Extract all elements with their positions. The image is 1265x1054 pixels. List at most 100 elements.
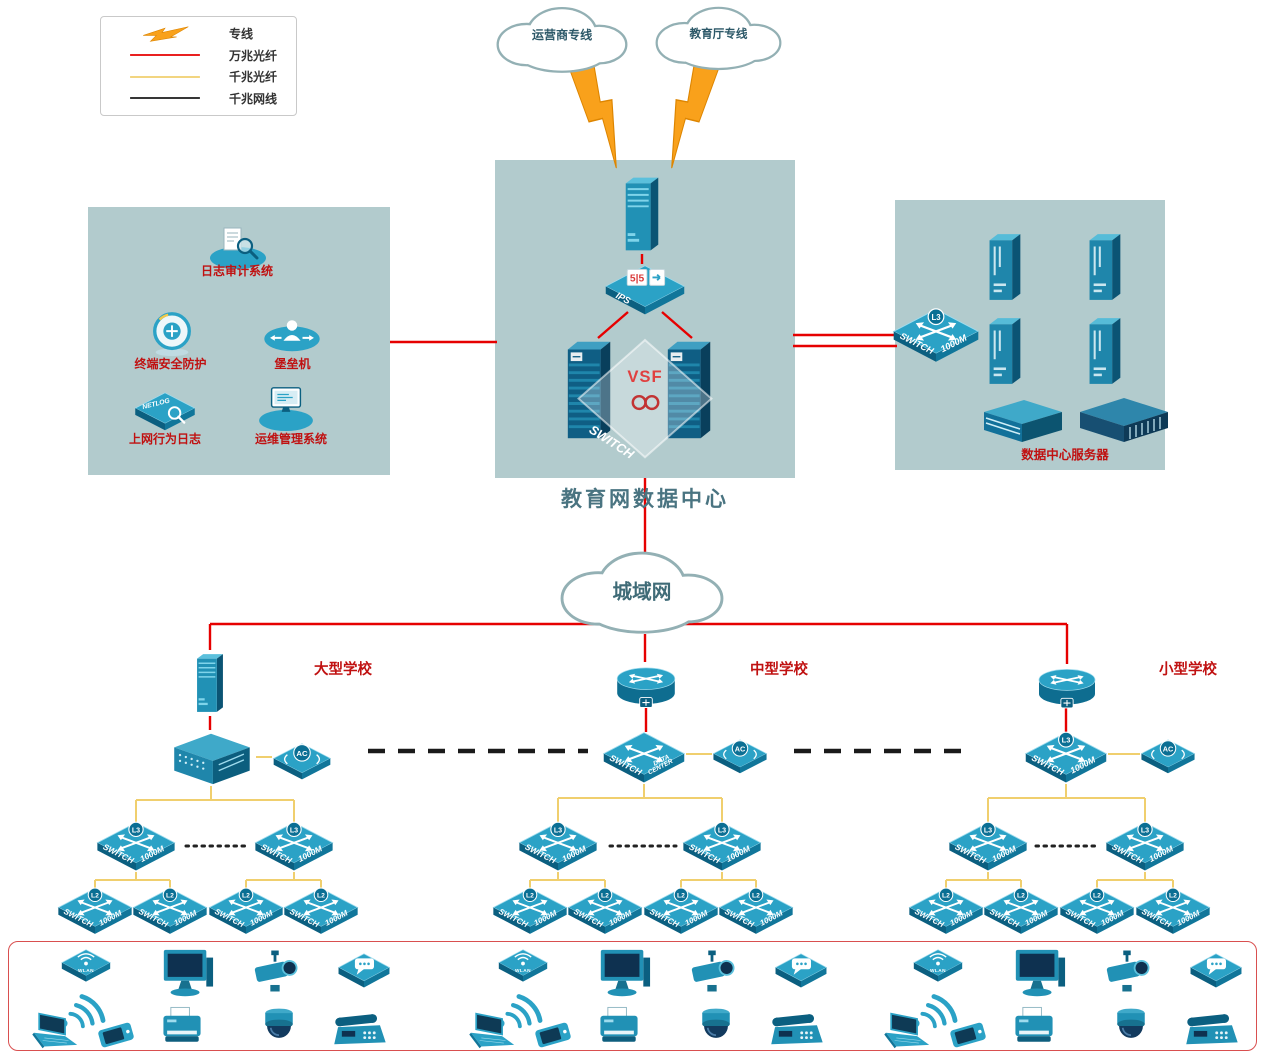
laptop-icon xyxy=(459,1012,521,1050)
carrier-line-cloud: 运营商专线 xyxy=(483,0,641,78)
terminal-security-icon xyxy=(146,310,198,358)
log-audit-label: 日志审计系统 xyxy=(200,264,273,278)
printer-icon xyxy=(593,1004,645,1048)
small-school-label: 小型学校 xyxy=(1159,662,1217,678)
server-tower xyxy=(983,228,1031,304)
l2-switch xyxy=(981,886,1061,937)
ptz-camera-icon xyxy=(1100,948,1154,994)
l2-switch xyxy=(716,886,796,937)
l3-switch xyxy=(946,820,1030,874)
svg-text:城域网: 城域网 xyxy=(613,580,672,603)
storage-rack xyxy=(976,396,1068,448)
black-line-icon xyxy=(130,97,200,100)
l2-switch xyxy=(641,886,721,937)
chat-terminal-icon xyxy=(773,952,829,992)
1g-copper-lines xyxy=(184,748,1102,848)
server-tower xyxy=(1083,228,1131,304)
medium-school-dc-switch xyxy=(600,730,688,786)
legend-label: 万兆光纤 xyxy=(229,48,278,63)
medium-school-ac xyxy=(710,736,770,778)
printer-icon xyxy=(1008,1004,1060,1048)
desktop-monitor-icon xyxy=(158,946,216,1002)
edu-dept-line-cloud: 教育厅专线 xyxy=(641,0,796,75)
ops-mgmt-label: 运维管理系统 xyxy=(254,432,327,446)
fax-phone-icon xyxy=(1182,1010,1240,1050)
legend-row-dedicated-line: 专线 xyxy=(111,25,286,42)
fax-phone-icon xyxy=(767,1010,825,1050)
legend-label: 千兆网线 xyxy=(229,91,278,106)
smartphone-icon xyxy=(527,1020,579,1050)
terminal-security-label: 终端安全防护 xyxy=(134,357,207,371)
smartphone-icon xyxy=(90,1020,142,1050)
smartphone-icon xyxy=(942,1020,994,1050)
netlog-icon xyxy=(130,388,200,436)
l2-switch xyxy=(206,886,286,937)
server-tower xyxy=(1083,312,1131,388)
server-zone-switch xyxy=(890,306,982,366)
ips-device xyxy=(602,262,688,320)
l3-switch xyxy=(516,820,600,874)
svg-text:教育厅专线: 教育厅专线 xyxy=(689,27,748,41)
chat-terminal-icon xyxy=(1188,952,1244,992)
l3-switch xyxy=(680,820,764,874)
lightning-icon xyxy=(143,26,189,42)
net-behavior-log-label: 上网行为日志 xyxy=(128,432,201,446)
legend-label: 专线 xyxy=(229,27,254,42)
printer-icon xyxy=(156,1004,208,1048)
dome-camera-icon xyxy=(1108,1004,1154,1048)
l3-switch xyxy=(94,820,178,874)
l2-switch xyxy=(55,886,135,937)
blade-chassis xyxy=(1072,394,1176,450)
1g-fiber-lines xyxy=(94,753,1174,889)
l2-switch xyxy=(906,886,986,937)
core-firewall-tower xyxy=(616,170,668,258)
laptop-icon xyxy=(874,1012,936,1050)
wlan-ap-icon xyxy=(495,948,551,986)
l2-switch xyxy=(281,886,361,937)
large-school-label: 大型学校 xyxy=(314,662,372,678)
legend-label: 千兆光纤 xyxy=(229,70,278,85)
desktop-monitor-icon xyxy=(595,946,653,1002)
ops-mgmt-icon xyxy=(254,384,318,432)
fax-phone-icon xyxy=(330,1010,388,1050)
man-cloud: 城域网 xyxy=(533,543,751,640)
desktop-monitor-icon xyxy=(1010,946,1068,1002)
ptz-camera-icon xyxy=(248,948,302,994)
small-school-ac xyxy=(1138,736,1198,778)
bastion-host-label: 堡垒机 xyxy=(274,357,311,371)
datacenter-title: 教育网数据中心 xyxy=(561,487,729,511)
chat-terminal-icon xyxy=(336,952,392,992)
legend: 专线 万兆光纤 千兆光纤 千兆网线 xyxy=(100,16,297,116)
red-line-icon xyxy=(130,54,200,57)
dome-camera-icon xyxy=(693,1004,739,1048)
medium-school-label: 中型学校 xyxy=(750,662,808,678)
vsf-stack-overlay: VSF SWITCH xyxy=(577,338,713,462)
large-school-ac xyxy=(270,740,334,784)
svg-text:运营商专线: 运营商专线 xyxy=(532,27,592,42)
l2-switch xyxy=(1057,886,1137,937)
l2-switch xyxy=(565,886,645,937)
yellow-line-icon xyxy=(130,75,200,78)
wlan-ap-icon xyxy=(58,948,114,986)
large-school-core-server xyxy=(166,728,256,788)
l2-switch xyxy=(490,886,570,937)
l2-switch xyxy=(130,886,210,937)
small-school-router xyxy=(1032,662,1102,710)
ptz-camera-icon xyxy=(685,948,739,994)
l3-switch xyxy=(252,820,336,874)
server-tower xyxy=(983,312,1031,388)
wlan-ap-icon xyxy=(910,948,966,986)
large-school-firewall xyxy=(188,648,232,718)
laptop-icon xyxy=(22,1012,84,1050)
server-zone-label: 数据中心服务器 xyxy=(1021,448,1109,462)
dome-camera-icon xyxy=(256,1004,302,1048)
legend-row-1g-fiber: 千兆光纤 xyxy=(111,68,286,85)
svg-text:VSF: VSF xyxy=(627,367,662,386)
legend-row-10g-fiber: 万兆光纤 xyxy=(111,47,286,64)
l2-switch xyxy=(1133,886,1213,937)
l3-switch xyxy=(1103,820,1187,874)
small-school-core-switch xyxy=(1022,730,1110,786)
legend-row-1g-copper: 千兆网线 xyxy=(111,90,286,107)
